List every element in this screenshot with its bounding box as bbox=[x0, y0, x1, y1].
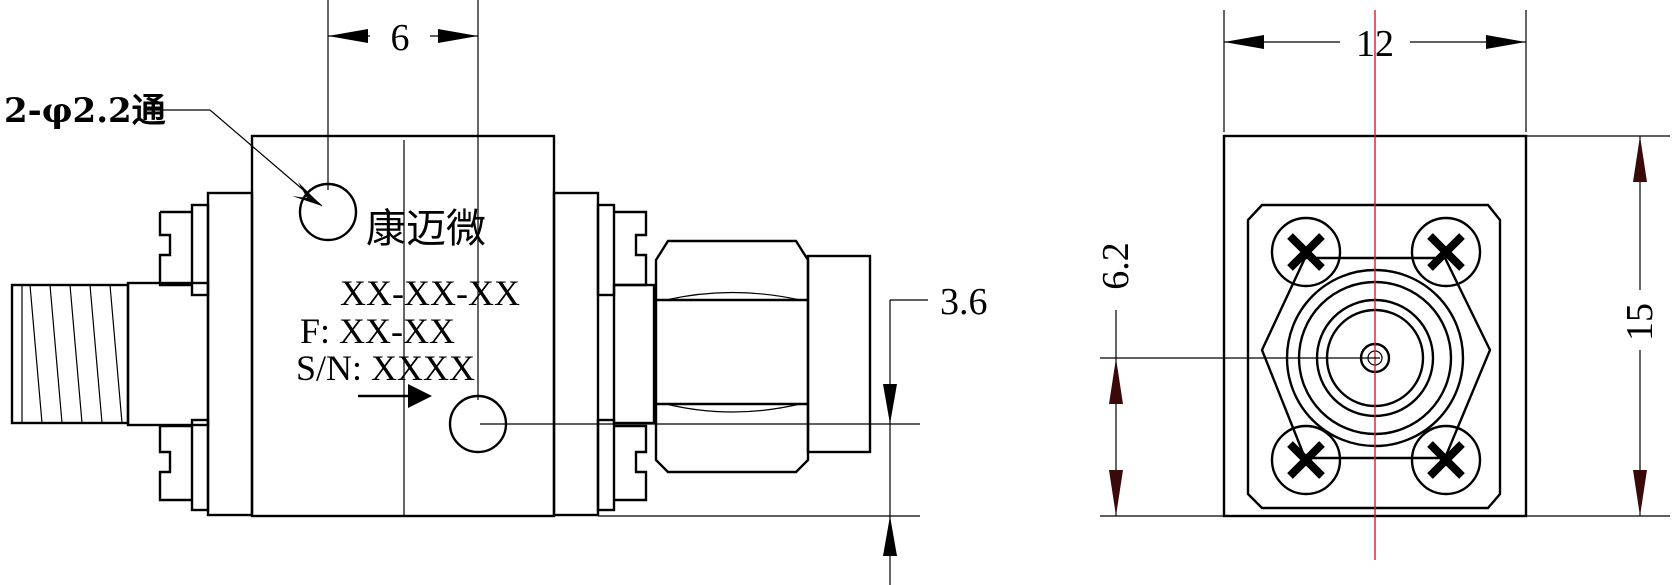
front-view: 12 15 6.2 bbox=[1095, 10, 1670, 560]
right-flange bbox=[552, 191, 648, 517]
screw-icons bbox=[1270, 216, 1482, 496]
svg-text:3.6: 3.6 bbox=[940, 281, 988, 323]
model-mark: XX-XX-XX bbox=[340, 273, 520, 313]
flange-plate bbox=[1246, 203, 1502, 510]
dimension-width: 12 bbox=[1223, 10, 1527, 132]
dimension-hole-spacing: 6 bbox=[327, 0, 479, 400]
svg-text:6: 6 bbox=[391, 17, 410, 59]
threaded-connector bbox=[10, 281, 210, 427]
hex-connector bbox=[612, 239, 872, 474]
dimension-height: 15 bbox=[1526, 135, 1670, 517]
svg-text:12: 12 bbox=[1356, 23, 1394, 65]
left-flange bbox=[158, 191, 254, 517]
dimension-hole-offset: 3.6 bbox=[480, 281, 988, 585]
brand-mark: 康迈微 bbox=[366, 206, 486, 252]
svg-text:15: 15 bbox=[1619, 303, 1661, 341]
svg-text:2-φ2.2通: 2-φ2.2通 bbox=[4, 91, 166, 131]
frequency-mark: F: XX-XX bbox=[300, 311, 455, 351]
direction-arrow-icon bbox=[358, 384, 432, 408]
dimension-connector-center: 6.2 bbox=[1095, 242, 1380, 517]
svg-text:6.2: 6.2 bbox=[1095, 242, 1137, 290]
side-view: 康迈微 XX-XX-XX F: XX-XX S/N: XXXX 6 2-φ2.2… bbox=[4, 0, 988, 585]
serial-mark: S/N: XXXX bbox=[296, 348, 475, 388]
hole-callout: 2-φ2.2通 bbox=[4, 91, 323, 207]
